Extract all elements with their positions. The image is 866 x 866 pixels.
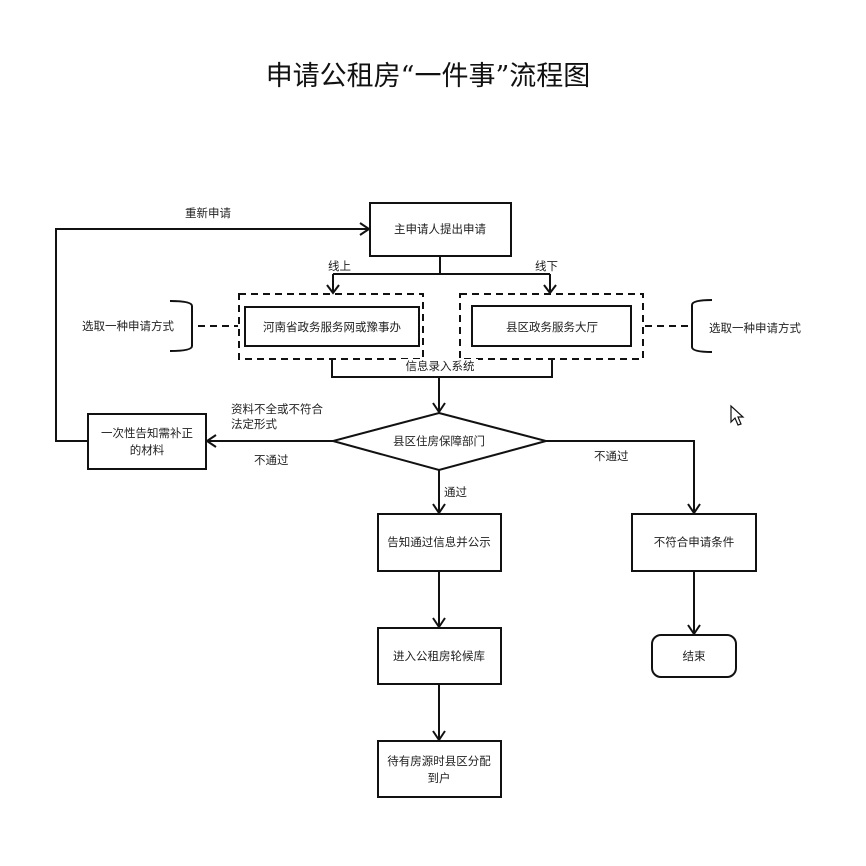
- online-channel-group: 河南省政务服务网或豫事办: [238, 293, 424, 360]
- node-end-label: 结束: [683, 649, 706, 663]
- node-ineligible-label: 不符合申请条件: [654, 535, 735, 549]
- annotation-right: 选取一种申请方式: [645, 299, 801, 353]
- annotation-left: 选取一种申请方式: [82, 300, 238, 352]
- label-choose-right: 选取一种申请方式: [709, 321, 801, 335]
- label-reapply: 重新申请: [185, 206, 231, 220]
- node-online-label: 河南省政务服务网或豫事办: [263, 320, 401, 334]
- arrow-head-reapply: [359, 222, 371, 236]
- connector-reapply: [55, 228, 369, 442]
- node-start: 主申请人提出申请: [369, 202, 512, 257]
- node-ineligible: 不符合申请条件: [631, 513, 757, 572]
- node-publicize: 告知通过信息并公示: [377, 513, 502, 572]
- node-supplement-line1: 一次性告知需补正: [101, 426, 193, 440]
- node-queue: 进入公租房轮候库: [377, 627, 502, 685]
- split-connector: [333, 256, 550, 275]
- node-offline-label: 县区政务服务大厅: [506, 320, 598, 334]
- node-decision: 县区住房保障部门: [329, 411, 550, 472]
- label-incomplete-line2: 法定形式: [231, 417, 277, 431]
- bracket-left: [169, 300, 193, 352]
- label-choose-left: 选取一种申请方式: [82, 319, 174, 333]
- merge-label-bg: [400, 359, 478, 373]
- label-info-system: 信息录入系统: [406, 359, 475, 373]
- mouse-cursor-icon: [730, 404, 745, 426]
- node-allocate-line1: 待有房源时县区分配: [387, 754, 491, 768]
- bracket-right: [691, 299, 713, 353]
- node-publicize-label: 告知通过信息并公示: [387, 535, 491, 549]
- merge-connector: [331, 359, 553, 378]
- offline-channel-group: 县区政务服务大厅: [459, 293, 644, 360]
- arrow-head-online: [326, 284, 340, 295]
- node-queue-label: 进入公租房轮候库: [393, 649, 485, 663]
- diagram-title: 申请公租房“一件事”流程图: [266, 61, 591, 92]
- node-supplement: 一次性告知需补正 的材料: [87, 413, 207, 470]
- node-supplement-line2: 的材料: [130, 443, 165, 457]
- label-fail-right: 不通过: [594, 449, 629, 463]
- node-end: 结束: [651, 634, 737, 678]
- node-start-label: 主申请人提出申请: [394, 222, 486, 236]
- node-allocate: 待有房源时县区分配 到户: [377, 740, 502, 798]
- node-allocate-line2: 到户: [428, 771, 451, 785]
- connector-fail-right: [546, 440, 695, 513]
- label-pass: 通过: [444, 485, 467, 499]
- label-online: 线上: [328, 259, 351, 273]
- label-fail-left: 不通过: [254, 453, 289, 467]
- node-decision-label: 县区住房保障部门: [393, 434, 485, 448]
- label-incomplete-line1: 资料不全或不符合: [231, 402, 323, 416]
- label-offline: 线下: [535, 259, 558, 273]
